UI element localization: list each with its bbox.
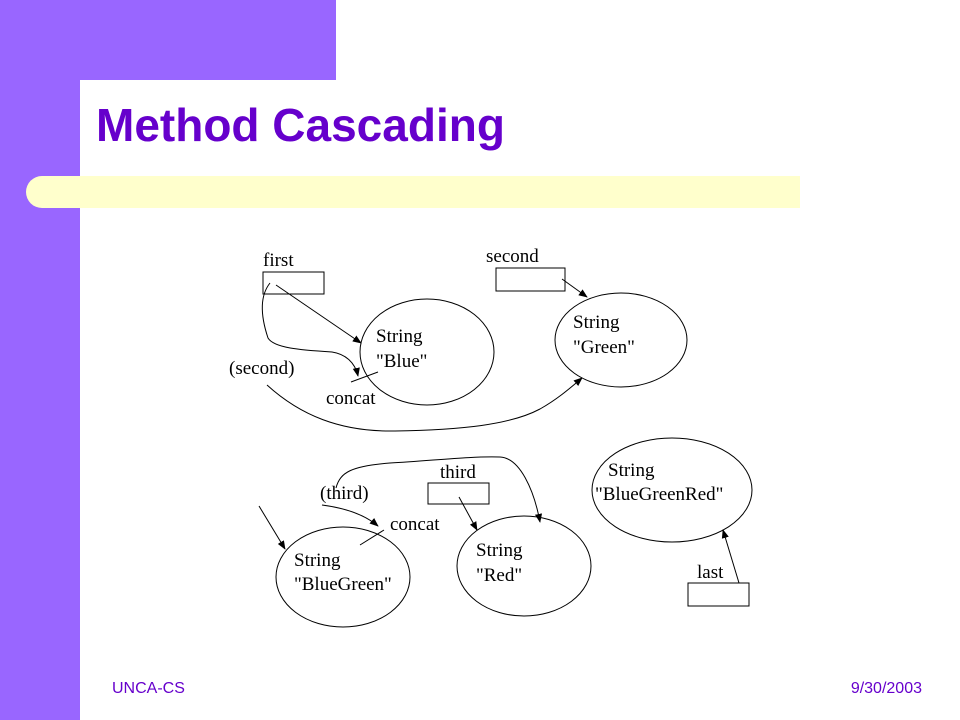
arrow-first-call-concat <box>261 282 360 377</box>
object-bluegreen-type: String <box>294 550 341 571</box>
object-bluegreenred <box>591 437 753 543</box>
label-first: first <box>263 250 294 271</box>
object-bluegreenred-type: String <box>608 460 655 481</box>
object-green-value: "Green" <box>573 337 635 358</box>
arrow-argument-to-green <box>266 377 583 432</box>
object-red-type: String <box>476 540 523 561</box>
arrow-first-to-blue <box>275 284 362 344</box>
object-green <box>554 292 688 388</box>
object-bluegreen <box>275 526 411 628</box>
top-accent-block <box>0 0 336 80</box>
arrow-third-call-concat <box>321 504 379 527</box>
label-second-arg: (second) <box>229 358 294 379</box>
arrow-second-to-green <box>561 278 588 298</box>
variable-box-last <box>687 582 750 607</box>
object-red-value: "Red" <box>476 565 522 586</box>
variable-box-second <box>495 267 566 292</box>
label-second: second <box>486 246 539 267</box>
object-blue <box>359 298 495 406</box>
slide-title: Method Cascading <box>96 99 505 151</box>
object-red <box>456 515 592 617</box>
title-card <box>80 80 960 176</box>
object-bluegreen-value: "BlueGreen" <box>294 574 392 595</box>
arrow-argument-to-red <box>335 456 543 523</box>
arrow-incoming-to-bluegreen <box>258 505 286 550</box>
object-blue-type: String <box>376 326 423 347</box>
object-blue-value: "Blue" <box>376 351 427 372</box>
label-last: last <box>697 562 724 583</box>
label-concat-1: concat <box>326 388 376 409</box>
left-accent-band <box>0 0 80 720</box>
variable-box-first <box>262 271 325 295</box>
footer-organization: UNCA-CS <box>112 680 185 697</box>
concat-tick-1 <box>350 371 379 383</box>
arrow-last-to-bluegreenred <box>721 529 740 584</box>
label-third: third <box>440 462 476 483</box>
object-bluegreenred-value: "BlueGreenRed" <box>595 484 723 505</box>
label-concat-2: concat <box>390 514 440 535</box>
concat-tick-2 <box>359 529 385 546</box>
arrow-third-to-red <box>458 496 478 531</box>
label-third-arg: (third) <box>320 483 369 504</box>
footer-date: 9/30/2003 <box>850 680 922 697</box>
object-green-type: String <box>573 312 620 333</box>
title-underline-bar <box>26 176 800 208</box>
variable-box-third <box>427 482 490 505</box>
